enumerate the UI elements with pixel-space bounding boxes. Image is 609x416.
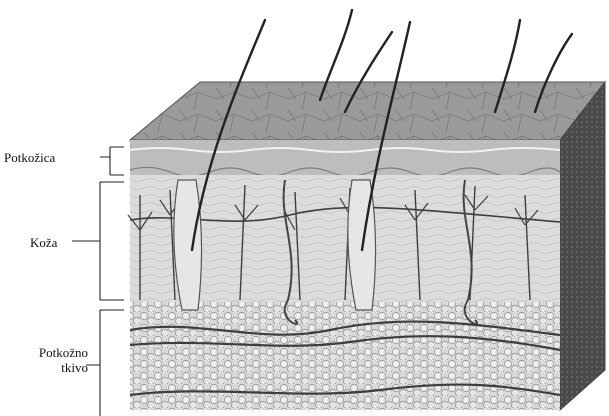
skin-side-face	[560, 82, 605, 410]
subcutaneous-label: Potkožno tkivo	[8, 345, 88, 375]
epidermis-layer	[130, 140, 560, 175]
callout-brackets	[72, 147, 124, 416]
epidermis-label: Potkožica	[4, 150, 55, 165]
subcutaneous-label-line2: tkivo	[8, 360, 88, 375]
skin-top-surface	[130, 82, 605, 140]
subcutaneous-label-line1: Potkožno	[8, 345, 88, 360]
dermis-label: Koža	[30, 235, 57, 250]
